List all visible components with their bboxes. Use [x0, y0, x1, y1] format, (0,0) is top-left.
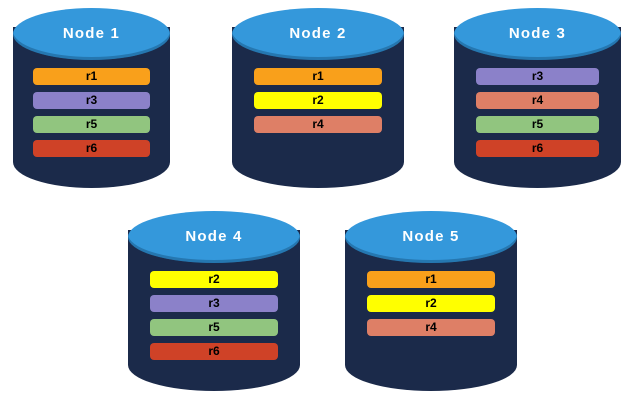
node-label: Node 1 — [62, 24, 121, 42]
replica-bar[interactable]: r4 — [475, 92, 600, 109]
replica-list: r1 r3 r5 r6 — [13, 68, 170, 157]
replica-bar[interactable]: r4 — [254, 116, 382, 133]
replica-label: r1 — [85, 68, 98, 83]
node-label: Node 3 — [508, 24, 567, 42]
replica-label: r5 — [85, 116, 98, 131]
replica-label: r2 — [208, 271, 220, 286]
cylinder-top-icon: Node 4 — [128, 211, 300, 263]
database-node-2[interactable]: Node 2 r1 r2 r4 — [232, 8, 404, 188]
replica-bar[interactable]: r1 — [254, 68, 382, 85]
cylinder-top-icon: Node 2 — [232, 8, 404, 60]
replica-bar[interactable]: r2 — [367, 295, 495, 312]
cylinder-top-icon: Node 3 — [454, 8, 621, 60]
replica-bar[interactable]: r3 — [150, 295, 278, 312]
replica-bar[interactable]: r2 — [150, 271, 278, 288]
replica-label: r1 — [312, 68, 324, 83]
replica-bar[interactable]: r2 — [254, 92, 382, 109]
replica-label: r3 — [531, 68, 544, 83]
database-node-5[interactable]: Node 5 r1 r2 r4 — [345, 211, 517, 391]
replica-label: r4 — [425, 319, 437, 334]
node-label: Node 5 — [402, 227, 460, 245]
replica-label: r3 — [85, 92, 98, 107]
node-label: Node 2 — [289, 24, 347, 42]
replica-label: r6 — [85, 140, 98, 155]
replica-label: r2 — [425, 295, 437, 310]
replica-label: r4 — [531, 92, 544, 107]
replica-bar[interactable]: r1 — [33, 68, 150, 85]
replica-bar[interactable]: r5 — [33, 116, 150, 133]
replica-bar[interactable]: r3 — [475, 68, 600, 85]
replica-list: r1 r2 r4 — [232, 68, 404, 133]
replica-list: r1 r2 r4 — [345, 271, 517, 336]
replica-label: r2 — [312, 92, 324, 107]
replica-label: r5 — [531, 116, 544, 131]
replica-list: r3 r4 r5 r6 — [454, 68, 621, 157]
database-node-1[interactable]: Node 1 r1 r3 r5 r6 — [13, 8, 170, 188]
database-node-3[interactable]: Node 3 r3 r4 r5 r6 — [454, 8, 621, 188]
replica-bar[interactable]: r6 — [150, 343, 278, 360]
replica-bar[interactable]: r3 — [33, 92, 150, 109]
replica-bar[interactable]: r6 — [33, 140, 150, 157]
replica-bar[interactable]: r5 — [475, 116, 600, 133]
replica-list: r2 r3 r5 r6 — [128, 271, 300, 360]
replica-label: r1 — [425, 271, 437, 286]
replica-bar[interactable]: r1 — [367, 271, 495, 288]
replica-label: r6 — [531, 140, 544, 155]
replica-bar[interactable]: r5 — [150, 319, 278, 336]
replica-label: r6 — [208, 343, 220, 358]
cylinder-top-icon: Node 5 — [345, 211, 517, 263]
replica-label: r5 — [208, 319, 220, 334]
replica-bar[interactable]: r6 — [475, 140, 600, 157]
cylinder-top-icon: Node 1 — [13, 8, 170, 60]
node-label: Node 4 — [185, 227, 243, 245]
replica-bar[interactable]: r4 — [367, 319, 495, 336]
replica-label: r3 — [208, 295, 220, 310]
database-node-4[interactable]: Node 4 r2 r3 r5 r6 — [128, 211, 300, 391]
replica-label: r4 — [312, 116, 324, 131]
